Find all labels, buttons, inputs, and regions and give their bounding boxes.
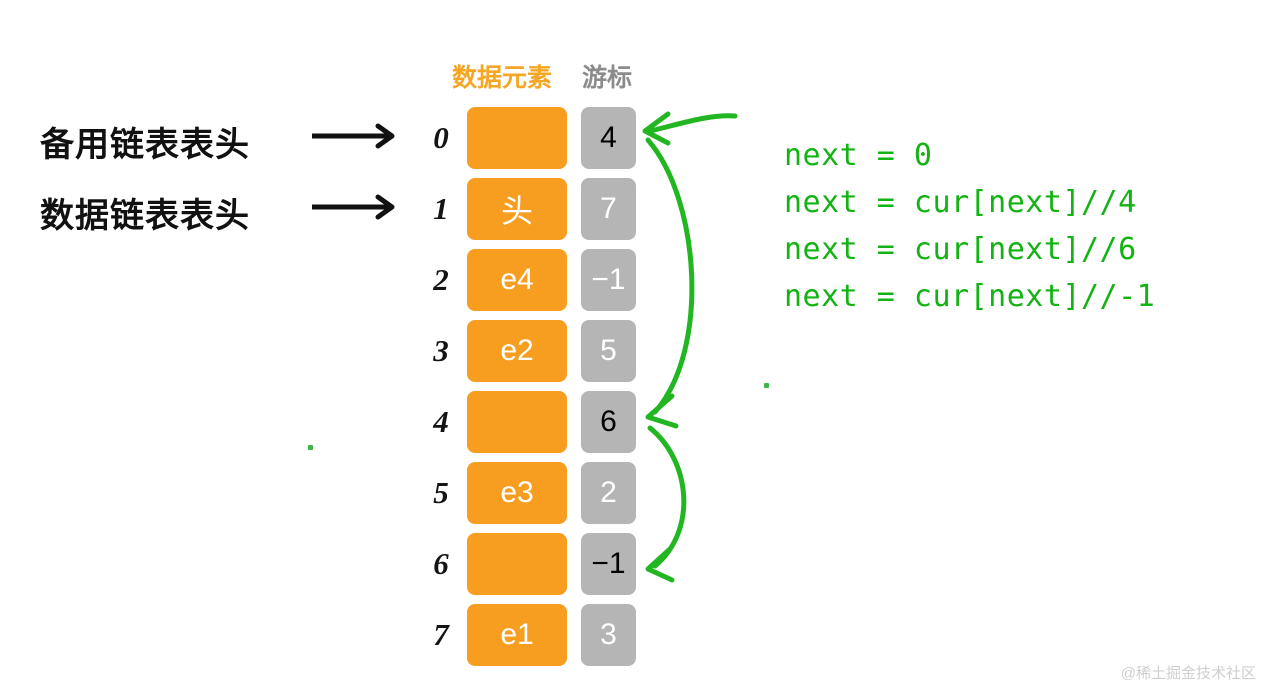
row-index: 4	[433, 403, 449, 439]
table-row: 6 −1	[420, 531, 636, 596]
data-cell: e3	[467, 461, 567, 524]
cursor-cell: 2	[581, 461, 636, 524]
table-row: 2 e4 −1	[420, 247, 636, 312]
row-index: 0	[433, 119, 449, 155]
table-row: 7 e1 3	[420, 602, 636, 667]
annotation-label-data-list-head: 数据链表表头	[40, 198, 250, 235]
speck-artifact	[308, 445, 313, 450]
cursor-cell: 3	[581, 603, 636, 666]
annotation-arrow-spare-icon	[312, 123, 400, 149]
table-row: 3 e2 5	[420, 318, 636, 383]
cursor-cell: 6	[581, 390, 636, 453]
annotation-label-spare-list-head: 备用链表表头	[40, 127, 250, 164]
code-line: next = cur[next]//4	[784, 185, 1137, 220]
static-linked-list-table: 0 4 1 头 7 2 e4 −1 3 e2 5 4 6 5 e3 2	[420, 105, 636, 673]
data-cell	[467, 106, 567, 169]
watermark: @稀土掘金技术社区	[1120, 665, 1256, 682]
cursor-cell: 7	[581, 177, 636, 240]
cursor-cell: 4	[581, 106, 636, 169]
row-index: 1	[433, 190, 449, 226]
table-row: 0 4	[420, 105, 636, 170]
speck-artifact	[764, 383, 769, 388]
column-header-cursor: 游标	[582, 64, 633, 92]
data-cell	[467, 532, 567, 595]
code-line: next = 0	[784, 138, 933, 173]
code-line: next = cur[next]//6	[784, 232, 1137, 267]
column-header-data-element: 数据元素	[452, 64, 553, 92]
table-row: 1 头 7	[420, 176, 636, 241]
row-index: 5	[433, 474, 449, 510]
data-cell: e2	[467, 319, 567, 382]
row-index: 2	[433, 261, 449, 297]
table-row: 4 6	[420, 389, 636, 454]
cursor-cell: 5	[581, 319, 636, 382]
data-cell: 头	[467, 177, 567, 240]
data-cell	[467, 390, 567, 453]
data-cell: e1	[467, 603, 567, 666]
row-index: 3	[433, 332, 449, 368]
cursor-cell: −1	[581, 532, 636, 595]
code-listing: next = 0 next = cur[next]//4 next = cur[…	[784, 132, 1155, 320]
data-cell: e4	[467, 248, 567, 311]
table-row: 5 e3 2	[420, 460, 636, 525]
row-index: 6	[433, 545, 449, 581]
cursor-cell: −1	[581, 248, 636, 311]
annotation-arrow-data-icon	[312, 194, 400, 220]
code-line: next = cur[next]//-1	[784, 279, 1156, 314]
row-index: 7	[433, 616, 449, 652]
